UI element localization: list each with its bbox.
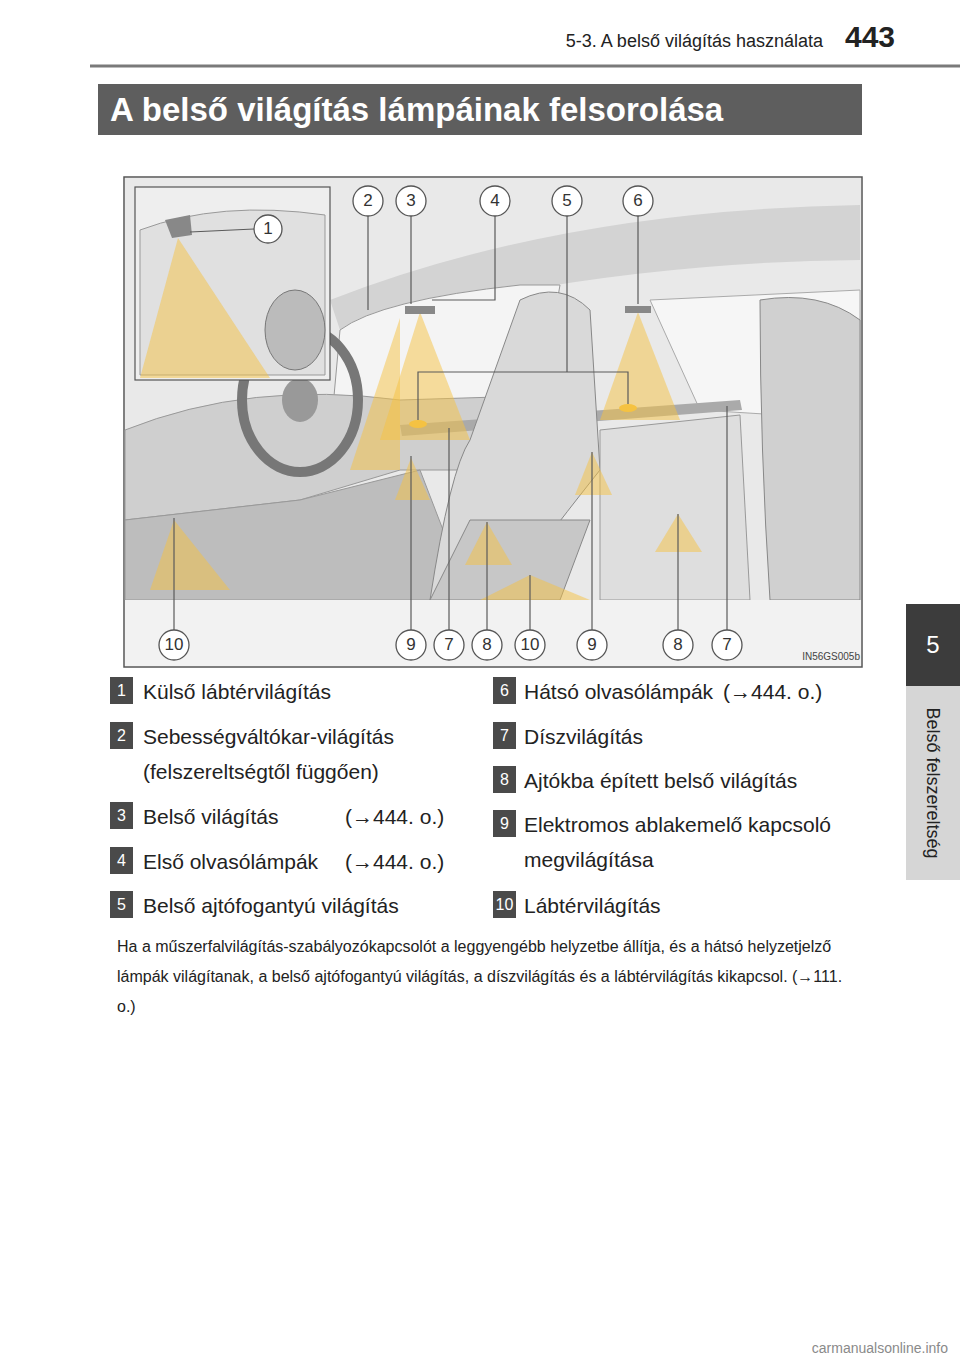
callout-number: 8 [663,634,693,656]
running-head: 5-3. A belső világítás használata [566,31,823,52]
note-text: Ha a műszerfalvilágítás-szabályozókapcso… [117,932,859,1022]
legend-item-text: Első olvasólámpák [143,844,318,879]
callout-number: 4 [480,190,510,212]
legend-item-text: Díszvilágítás [524,719,643,754]
callout-number: 5 [552,190,582,212]
callout-number: 10 [515,634,545,656]
callout-badge: 10 [493,891,516,918]
callout-number: 3 [396,190,426,212]
callout-number: 10 [159,634,189,656]
heading-text: A belső világítás lámpáinak felsorolása [98,84,723,135]
side-tab [906,686,960,880]
callout-number: 6 [623,190,653,212]
watermark: carmanualsonline.info [812,1340,948,1356]
callout-badge: 4 [110,847,133,874]
callout-badge: 6 [493,677,516,704]
callout-badge: 3 [110,802,133,829]
callout-badge: 1 [110,677,133,704]
chapter-tab: 5 [906,604,960,686]
legend-item-text: Belső ajtófogantyú világítás [143,888,399,923]
callout-number: 7 [434,634,464,656]
legend-item-text: Sebességváltókar-világítás (felszereltsé… [143,719,473,789]
chapter-title: Belső felszereltség [921,686,945,880]
callout-badge: 8 [493,766,516,793]
legend-item-text: Külső lábtérvilágítás [143,674,331,709]
callout-number: 2 [353,190,383,212]
legend-item-text: Elektromos ablakemelő kapcsoló megvilágí… [524,807,854,877]
callout-number: 7 [712,634,742,656]
legend-item-text: Belső világítás [143,799,278,834]
figure-code: IN56GS005b [802,651,860,662]
legend-item-text: Ajtókba épített belső világítás [524,763,797,798]
callout-number: 9 [577,634,607,656]
illustration [124,177,862,667]
callout-badge: 2 [110,722,133,749]
chapter-number: 5 [926,631,939,659]
page-number: 443 [845,20,895,54]
callout-badge: 5 [110,891,133,918]
callout-number: 8 [472,634,502,656]
callout-badge: 7 [493,722,516,749]
page-reference: (→444. o.) [345,844,444,879]
page-reference: (→444. o.) [345,799,444,834]
legend-item-text: Lábtérvilágítás [524,888,661,923]
header-rule [90,65,960,68]
callout-number: 9 [396,634,426,656]
callout-number: 1 [253,218,283,240]
callout-badge: 9 [493,810,516,837]
heading-band: A belső világítás lámpáinak felsorolása [98,84,862,135]
legend-item-text: Hátsó olvasólámpák [524,674,713,709]
page-reference: (→444. o.) [723,674,822,709]
